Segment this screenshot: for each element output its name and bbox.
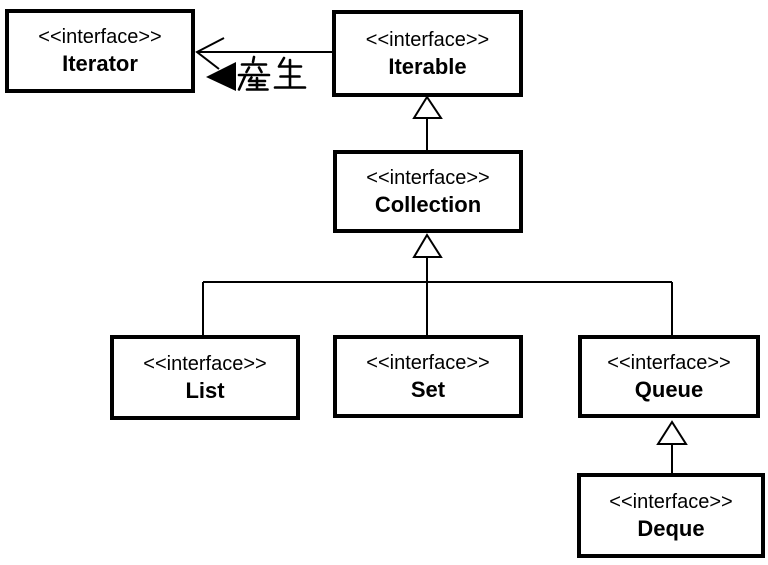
open-arrowhead-icon bbox=[195, 37, 225, 70]
node-stereotype: <<interface>> bbox=[365, 28, 490, 51]
node-deque: <<interface>> Deque bbox=[577, 473, 765, 558]
node-name: List bbox=[185, 377, 225, 403]
node-name: Iterator bbox=[62, 51, 138, 76]
node-name: Collection bbox=[374, 191, 482, 217]
generalization-branches-to-collection bbox=[202, 233, 673, 335]
node-stereotype: <<interface>> bbox=[38, 26, 162, 48]
node-set: <<interface>> Set bbox=[333, 335, 523, 418]
node-name: Queue bbox=[634, 376, 704, 402]
node-stereotype: <<interface>> bbox=[366, 166, 490, 189]
node-stereotype: <<interface>> bbox=[366, 351, 490, 374]
generalization-collection-to-iterable bbox=[412, 95, 443, 150]
node-list: <<interface>> List bbox=[110, 335, 300, 420]
node-iterator: <<interface>> Iterator bbox=[5, 9, 195, 93]
hollow-triangle-icon bbox=[656, 420, 688, 445]
generalization-deque-to-queue bbox=[656, 420, 688, 473]
node-stereotype: <<interface>> bbox=[607, 351, 731, 374]
node-name: Deque bbox=[637, 515, 705, 541]
produces-label-glyph-sheng bbox=[273, 56, 307, 89]
node-iterable: <<interface>> Iterable bbox=[332, 10, 523, 97]
produces-direction-triangle-icon bbox=[206, 62, 236, 91]
produces-label-glyph-chan bbox=[237, 55, 271, 91]
node-collection: <<interface>> Collection bbox=[333, 150, 523, 233]
node-queue: <<interface>> Queue bbox=[578, 335, 760, 418]
node-stereotype: <<interface>> bbox=[143, 352, 267, 375]
produces-association-line bbox=[195, 37, 332, 70]
node-name: Set bbox=[410, 376, 446, 402]
node-name: Iterable bbox=[388, 53, 467, 79]
node-stereotype: <<interface>> bbox=[609, 490, 733, 513]
hollow-triangle-icon bbox=[412, 95, 443, 119]
hollow-triangle-icon bbox=[412, 233, 443, 258]
produces-label bbox=[237, 55, 307, 91]
